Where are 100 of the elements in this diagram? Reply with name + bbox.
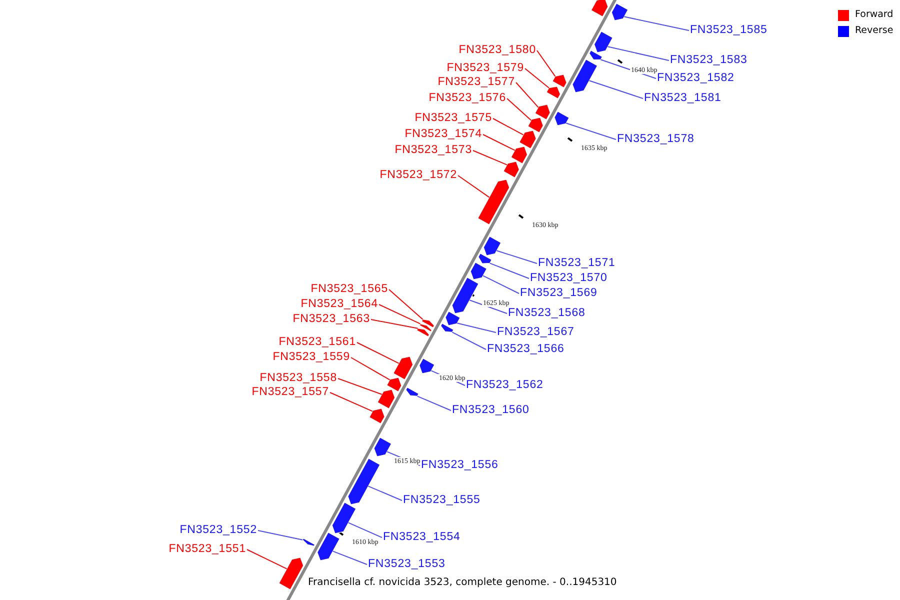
gene-label: FN3523_1574 bbox=[404, 128, 482, 141]
leader-line bbox=[258, 530, 304, 540]
gene-label: FN3523_1585 bbox=[690, 24, 768, 37]
leader-line bbox=[516, 82, 539, 108]
leader-line bbox=[378, 304, 421, 324]
gene-feature bbox=[510, 146, 528, 164]
leader-line bbox=[496, 250, 538, 264]
gene-label: FN3523_1573 bbox=[394, 144, 472, 157]
leader-line bbox=[458, 175, 490, 198]
gene-label: FN3523_1566 bbox=[487, 343, 564, 356]
gene-feature bbox=[278, 557, 304, 590]
gene-feature bbox=[316, 532, 340, 561]
gene-label: FN3523_1562 bbox=[466, 379, 544, 392]
gene-label: FN3523_1565 bbox=[310, 283, 388, 296]
leader-line bbox=[456, 322, 496, 333]
gene-feature bbox=[590, 0, 608, 17]
genome-caption: Francisella cf. novicida 3523, complete genome. - 0..1945310 bbox=[308, 577, 617, 588]
gene-feature bbox=[554, 111, 570, 126]
gene-label: FN3523_1564 bbox=[300, 298, 378, 311]
gene-label: FN3523_1551 bbox=[168, 543, 246, 556]
leader-line bbox=[332, 550, 368, 565]
legend-label: Reverse bbox=[855, 25, 894, 36]
leader-line bbox=[368, 486, 402, 501]
leader-line bbox=[330, 392, 374, 412]
gene-feature bbox=[611, 3, 628, 21]
leader-line bbox=[246, 549, 288, 570]
gene-label: FN3523_1554 bbox=[383, 531, 460, 544]
gene-feature bbox=[302, 538, 316, 546]
gene-label: FN3523_1555 bbox=[403, 494, 480, 507]
gene-label: FN3523_1575 bbox=[414, 112, 492, 125]
gene-feature bbox=[368, 408, 385, 424]
gene-label: FN3523_1583 bbox=[670, 54, 748, 67]
gene-feature bbox=[572, 59, 598, 93]
gene-feature bbox=[374, 437, 392, 457]
gene-label: FN3523_1580 bbox=[458, 44, 536, 57]
gene-feature bbox=[416, 328, 430, 338]
leader-line bbox=[482, 134, 516, 151]
leader-line bbox=[416, 396, 452, 411]
gene-label: FN3523_1560 bbox=[452, 404, 530, 417]
gene-feature bbox=[386, 377, 402, 392]
gene-label: FN3523_1563 bbox=[292, 313, 370, 326]
gene-feature bbox=[594, 31, 614, 53]
leader-line bbox=[356, 342, 400, 364]
gene-label: FN3523_1568 bbox=[508, 307, 586, 320]
legend-label: Forward bbox=[855, 9, 894, 20]
gene-feature bbox=[419, 323, 432, 332]
gene-label: FN3523_1556 bbox=[421, 459, 498, 472]
gene-label: FN3523_1572 bbox=[380, 169, 457, 182]
gene-feature bbox=[421, 318, 435, 328]
leader-line bbox=[536, 50, 556, 77]
gene-feature bbox=[546, 86, 561, 99]
gene-label: FN3523_1559 bbox=[272, 351, 350, 364]
gene-label: FN3523_1558 bbox=[260, 372, 337, 385]
leader-line bbox=[506, 98, 532, 121]
leader-line bbox=[338, 378, 382, 395]
leader-line bbox=[452, 332, 486, 350]
leader-line bbox=[370, 319, 418, 329]
gene-label: FN3523_1569 bbox=[520, 287, 598, 300]
gene-feature bbox=[528, 117, 544, 133]
gene-feature bbox=[588, 50, 603, 60]
leader-line bbox=[350, 357, 390, 380]
gene-feature bbox=[452, 277, 479, 314]
leader-line bbox=[489, 262, 530, 279]
gene-feature bbox=[406, 387, 420, 397]
gene-label: FN3523_1578 bbox=[617, 133, 694, 146]
gene-feature bbox=[478, 253, 492, 264]
leader-line bbox=[588, 80, 644, 99]
gene-label: FN3523_1576 bbox=[428, 92, 506, 105]
gene-feature bbox=[518, 130, 536, 149]
leader-line bbox=[624, 16, 690, 31]
leader-line bbox=[472, 150, 508, 166]
gene-label: FN3523_1571 bbox=[538, 257, 616, 270]
gene-feature bbox=[503, 161, 520, 178]
gene-label: FN3523_1582 bbox=[657, 72, 734, 85]
gene-label: FN3523_1570 bbox=[530, 272, 608, 285]
gene-feature bbox=[440, 322, 454, 333]
gene-feature bbox=[534, 104, 551, 120]
leader-line bbox=[348, 522, 382, 538]
gene-feature bbox=[552, 74, 567, 88]
gene-feature bbox=[445, 311, 460, 326]
gene-label: FN3523_1557 bbox=[252, 386, 329, 399]
gene-label: FN3523_1561 bbox=[278, 336, 356, 349]
leader-line bbox=[566, 122, 616, 140]
gene-label: FN3523_1579 bbox=[446, 62, 524, 75]
gene-label: FN3523_1567 bbox=[497, 326, 574, 339]
gene-label: FN3523_1552 bbox=[180, 524, 257, 537]
leader-line bbox=[607, 46, 670, 61]
leader-line bbox=[469, 300, 508, 314]
gene-label: FN3523_1553 bbox=[368, 558, 446, 571]
leader-line bbox=[388, 289, 424, 320]
gene-feature bbox=[377, 389, 396, 409]
gene-feature bbox=[348, 458, 380, 505]
leader-line bbox=[482, 275, 520, 294]
gene-feature bbox=[392, 356, 414, 380]
gene-feature bbox=[470, 262, 488, 280]
gene-label: FN3523_1581 bbox=[644, 92, 722, 105]
gene-label: FN3523_1577 bbox=[438, 76, 515, 89]
gene-feature bbox=[477, 179, 510, 225]
leader-line bbox=[524, 68, 550, 88]
gene-feature bbox=[332, 502, 356, 534]
